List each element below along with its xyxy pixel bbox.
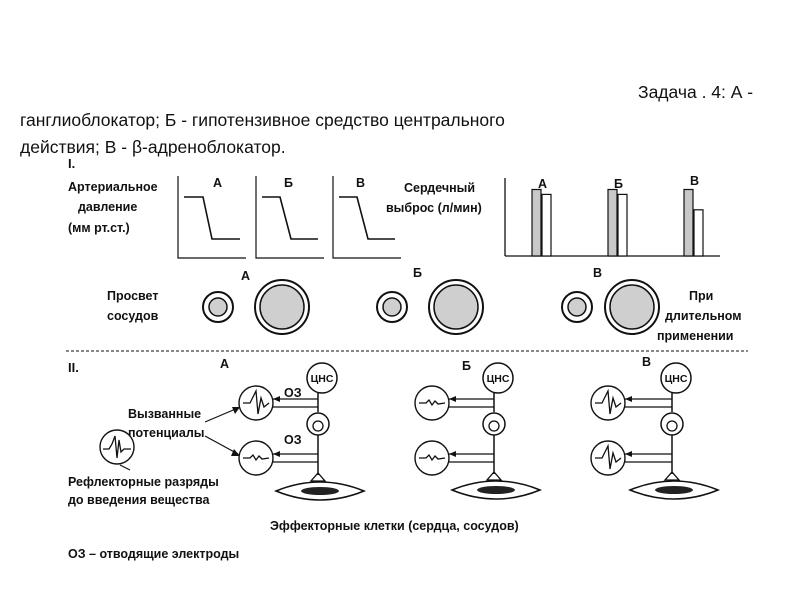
bp-panel-b-label: Б <box>284 176 293 190</box>
long-term-line-3: применении <box>657 329 734 343</box>
bp-label-line-3: (мм рт.ст.) <box>68 221 130 235</box>
evoked-potentials-label: Вызванные потенциалы <box>128 407 204 440</box>
bp-label-line-2: давление <box>78 200 137 214</box>
long-term-line-2: длительном <box>665 309 742 323</box>
cardiac-output-label: Сердечный выброс (л/мин) <box>386 181 482 215</box>
bp-panel-a: А <box>177 176 246 259</box>
co-label-line-1: Сердечный <box>404 181 475 195</box>
evoked-line-1: Вызванные <box>128 407 201 421</box>
long-term-line-1: При <box>689 289 713 303</box>
cns-label-0: ЦНС <box>311 373 334 385</box>
blood-pressure-label: Артериальное давление (мм рт.ст.) <box>68 180 158 235</box>
cardiac-output-chart: А Б В <box>504 174 720 257</box>
oz-top-label: ОЗ <box>284 386 302 400</box>
recording-bottom-2 <box>590 440 672 476</box>
reflex-discharge-label: Рефлекторные разряды до введения веществ… <box>68 475 219 507</box>
vessel-pair-1 <box>376 279 484 335</box>
vessel-label-line-2: сосудов <box>107 309 159 323</box>
vessel-group-a-label: А <box>241 269 250 283</box>
cns-label-1: ЦНС <box>487 373 510 385</box>
vessel-pair-0 <box>202 279 310 335</box>
heading-line-1: Задача . 4: А - <box>638 82 754 102</box>
oz-legend: ОЗ – отводящие электроды <box>68 547 239 561</box>
co-label-line-2: выброс (л/мин) <box>386 201 482 215</box>
neuro-group-0: ЦНС ОЗ ОЗ <box>238 362 366 501</box>
section-1-numeral: I. <box>68 156 75 171</box>
bp-panel-v-label: В <box>356 176 365 190</box>
vessel-pair-2 <box>561 279 660 335</box>
co-bar-after-2 <box>693 209 704 257</box>
bp-panel-b: Б <box>255 176 324 259</box>
co-bar-after-0 <box>541 193 552 257</box>
co-group-label-1: Б <box>614 177 623 191</box>
bp-label-line-1: Артериальное <box>68 180 158 194</box>
cns-label-2: ЦНС <box>665 373 688 385</box>
vessel-label-line-1: Просвет <box>107 289 158 303</box>
co-group-label-0: А <box>538 177 547 191</box>
recording-top-2 <box>590 385 672 421</box>
vessel-lumen-label: Просвет сосудов <box>107 289 159 323</box>
reflex-line-2: до введения вещества <box>68 493 210 507</box>
co-bar-before-1 <box>607 188 618 257</box>
neuro-group-2: ЦНС <box>590 362 720 500</box>
section-2-numeral: II. <box>68 360 79 375</box>
recording-bottom-0 <box>238 440 318 476</box>
neuro-group-v-label: В <box>642 355 651 369</box>
reflex-line-1: Рефлекторные разряды <box>68 475 219 489</box>
neuro-group-b-label: Б <box>462 359 471 373</box>
recording-top-0 <box>238 385 318 421</box>
evoked-line-2: потенциалы <box>128 426 204 440</box>
neuro-group-1: ЦНС <box>414 362 542 500</box>
bp-panel-v: В <box>332 176 401 259</box>
long-term-use-label: При длительном применении <box>657 289 742 343</box>
reflex-discharge-icon <box>99 429 135 465</box>
evoked-arrows <box>119 407 240 471</box>
recording-top-1 <box>414 385 494 421</box>
recording-bottom-1 <box>414 440 494 476</box>
effector-cells-label: Эффекторные клетки (сердца, сосудов) <box>270 519 519 533</box>
co-bar-before-2 <box>683 188 694 257</box>
vessel-lumen-row: А Б В <box>202 266 660 335</box>
vessel-group-b-label: Б <box>413 266 422 280</box>
co-bar-before-0 <box>531 188 542 257</box>
heading-line-2: ганглиоблокатор; Б - гипотензивное средс… <box>20 110 505 130</box>
bp-panel-a-label: А <box>213 176 222 190</box>
problem-text: Задача . 4: А - ганглиоблокатор; Б - гип… <box>0 0 794 165</box>
neuro-schematics: ЦНС ОЗ ОЗ ЦНС ЦНС <box>119 362 720 501</box>
heading-line-3: действия; В - β-адреноблокатор. <box>20 137 286 157</box>
co-bar-after-1 <box>617 193 628 257</box>
co-group-label-2: В <box>690 174 699 188</box>
oz-bottom-label: ОЗ <box>284 433 302 447</box>
vessel-group-v-label: В <box>593 266 602 280</box>
neuro-group-a-label: А <box>220 357 229 371</box>
